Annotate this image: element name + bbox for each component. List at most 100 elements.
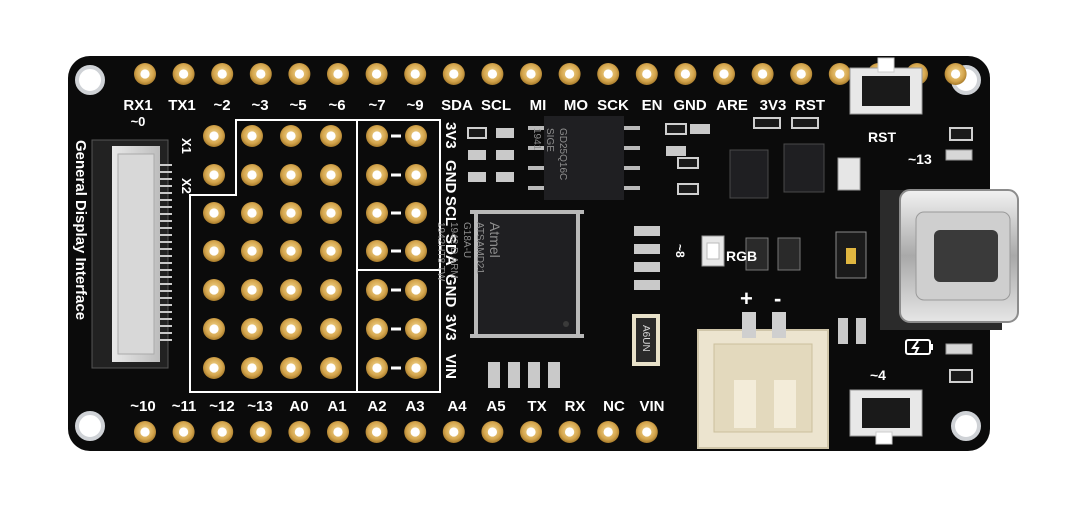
rail-pad (366, 202, 388, 224)
proto-pad (280, 357, 302, 379)
top-pin-label: SCL (481, 97, 511, 114)
rail-pad (405, 318, 427, 340)
rail-pad (405, 279, 427, 301)
reset-button (849, 57, 923, 115)
proto-pad (203, 279, 225, 301)
bottom-pin-label: ~13 (247, 398, 272, 415)
rail-pad (366, 318, 388, 340)
rail-label: GND (442, 160, 459, 194)
bottom-pin-label: RX (565, 398, 586, 415)
rail-link (391, 327, 401, 331)
proto-pad (320, 318, 342, 340)
top-header-pad (288, 63, 311, 85)
rail-label: VIN (442, 354, 459, 379)
proto-pad (280, 279, 302, 301)
rail-pad (405, 357, 427, 379)
proto-pad (280, 240, 302, 262)
user-led-label-4: ~4 (870, 367, 886, 383)
battery-jst-connector (697, 312, 829, 449)
rgb-led (701, 235, 725, 267)
top-pin-label: ~6 (328, 97, 345, 114)
top-header-pad (520, 63, 542, 85)
top-header-pad (442, 63, 465, 85)
bottom-header-pad (635, 421, 658, 443)
rail-label: 3V3 (442, 314, 459, 341)
top-pin-label: SDA (441, 97, 473, 114)
battery-minus-label: - (774, 286, 781, 311)
rail-label: SDA (442, 234, 459, 266)
top-pin-label: ~2 (213, 97, 230, 114)
schottky-diode (632, 314, 660, 366)
proto-pad (241, 125, 263, 147)
regulator-ics (729, 143, 867, 279)
proto-pad (203, 164, 225, 186)
x1-label: X1 (179, 138, 194, 154)
bottom-header-pad (134, 421, 156, 443)
proto-pad (320, 279, 342, 301)
proto-pad (241, 279, 263, 301)
bottom-header-pad (404, 421, 427, 443)
display-interface-label: General Display Interface (72, 140, 89, 320)
proto-pad (320, 240, 342, 262)
top-header-pad (944, 63, 967, 85)
proto-pad (280, 164, 302, 186)
rail-label: 3V3 (442, 122, 459, 149)
bottom-header-pad (442, 421, 465, 443)
rail-pad (405, 125, 427, 147)
top-header-pad (558, 63, 581, 85)
bottom-header-pad (327, 421, 349, 443)
top-header-pads (134, 63, 967, 85)
bottom-header-pad (481, 421, 504, 443)
rail-link (391, 249, 401, 253)
flash-marking-text: GD25Q16CSIGE1941 (531, 128, 568, 180)
proto-pad (320, 164, 342, 186)
proto-pad (280, 318, 302, 340)
proto-pad (320, 125, 342, 147)
bottom-pin-label: A4 (447, 398, 467, 415)
usb-c-port (880, 189, 1019, 330)
bottom-pin-label: A5 (486, 398, 505, 415)
proto-pad (203, 125, 225, 147)
proto-pad (203, 202, 225, 224)
rail-label: GND (442, 274, 459, 308)
bottom-header-pads (134, 421, 658, 443)
x2-label: X2 (179, 178, 194, 194)
top-header-pad (597, 63, 620, 85)
rail-link (391, 173, 401, 177)
top-pin-label: ARE (716, 97, 748, 114)
top-pin-label: ~9 (406, 97, 423, 114)
rgb-pin-label: ~8 (673, 244, 687, 258)
top-pin-label: 3V3 (760, 97, 787, 114)
user-led-label-13: ~13 (908, 151, 932, 167)
bottom-pin-label: NC (603, 398, 625, 415)
bottom-header-pad (211, 421, 234, 443)
rail-link (391, 134, 401, 138)
rail-link (391, 211, 401, 215)
top-header-pad (327, 63, 349, 85)
mcu-marking-text: AtmelATSAMD21G18A-U1942 D ARM1942HT8 TW (435, 222, 503, 282)
top-header-pad (481, 63, 504, 85)
top-pin-label: TX1 (168, 97, 196, 114)
rail-pad (366, 125, 388, 147)
top-header-pad (404, 63, 427, 85)
top-header-pad (134, 63, 156, 85)
proto-pad (280, 202, 302, 224)
bottom-header-pad (288, 421, 311, 443)
top-pin-label: ~3 (251, 97, 268, 114)
top-pin-label: ~7 (368, 97, 385, 114)
proto-pad (203, 240, 225, 262)
bottom-header-pad (558, 421, 581, 443)
status-leds (945, 149, 973, 355)
rail-link (391, 288, 401, 292)
top-header-pad (249, 63, 272, 85)
bottom-header-pad (520, 421, 542, 443)
top-pin-label: MI (530, 97, 547, 114)
bottom-header-pad (249, 421, 272, 443)
top-pin-label: ~5 (289, 97, 306, 114)
bottom-pin-label: A2 (367, 398, 386, 415)
rail-pad (366, 164, 388, 186)
